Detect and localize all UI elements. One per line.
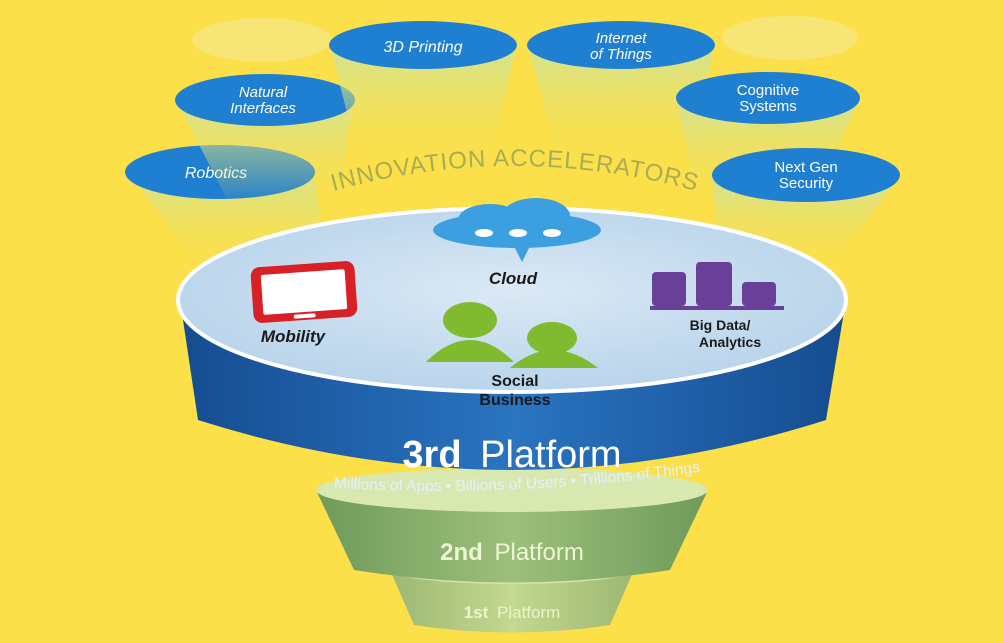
accelerator-label: 3D Printing xyxy=(383,39,462,56)
platform-2: 2nd Platform xyxy=(316,468,708,583)
faded-oval-right xyxy=(722,16,858,60)
accelerator-label-line1: Natural xyxy=(239,84,288,101)
bar-chart-icon xyxy=(650,262,784,310)
social-label-line2: Business xyxy=(479,392,550,409)
platform-3: 3rd Platform Millions of Apps • Billions… xyxy=(176,206,848,495)
platform-1-title: 1st Platform xyxy=(464,603,561,622)
platform-2-title-bold: 2nd xyxy=(440,539,483,566)
platform-2-title-rest: Platform xyxy=(494,539,583,566)
mobility-phone-icon xyxy=(250,261,358,323)
platform-1-title-bold: 1st xyxy=(464,603,489,622)
bigdata-label-line1: Big Data/ xyxy=(690,317,751,333)
cloud-chat-icon xyxy=(433,198,601,262)
accelerator-label-line1: Next Gen xyxy=(774,159,837,176)
accelerator-3d-printing: 3D Printing xyxy=(329,21,517,165)
platform-3-title-bold: 3rd xyxy=(402,434,461,476)
mobility-label: Mobility xyxy=(261,327,327,346)
accelerator-label-line1: Internet xyxy=(596,30,648,47)
accelerator-label-line2: of Things xyxy=(590,46,652,63)
social-people-icon xyxy=(426,302,598,368)
accelerator-label-line2: Systems xyxy=(739,98,797,115)
platform-3-title-rest: Platform xyxy=(480,434,621,476)
accelerator-label-line2: Security xyxy=(779,175,834,192)
accelerator-label-line2: Interfaces xyxy=(230,100,296,117)
faded-oval-left xyxy=(192,18,332,62)
platform-3-title: 3rd Platform xyxy=(402,434,621,476)
accelerator-internet-of-things: Internet of Things xyxy=(527,21,715,165)
social-label-line1: Social xyxy=(491,373,538,390)
accelerator-label-line1: Cognitive xyxy=(737,82,800,99)
platform-2-title: 2nd Platform xyxy=(440,539,584,566)
bigdata-label-line2: Analytics xyxy=(699,334,761,350)
cloud-label: Cloud xyxy=(489,269,538,288)
platform-1-title-rest: Platform xyxy=(497,603,560,622)
accelerator-natural-interfaces: Natural Interfaces xyxy=(175,74,355,205)
